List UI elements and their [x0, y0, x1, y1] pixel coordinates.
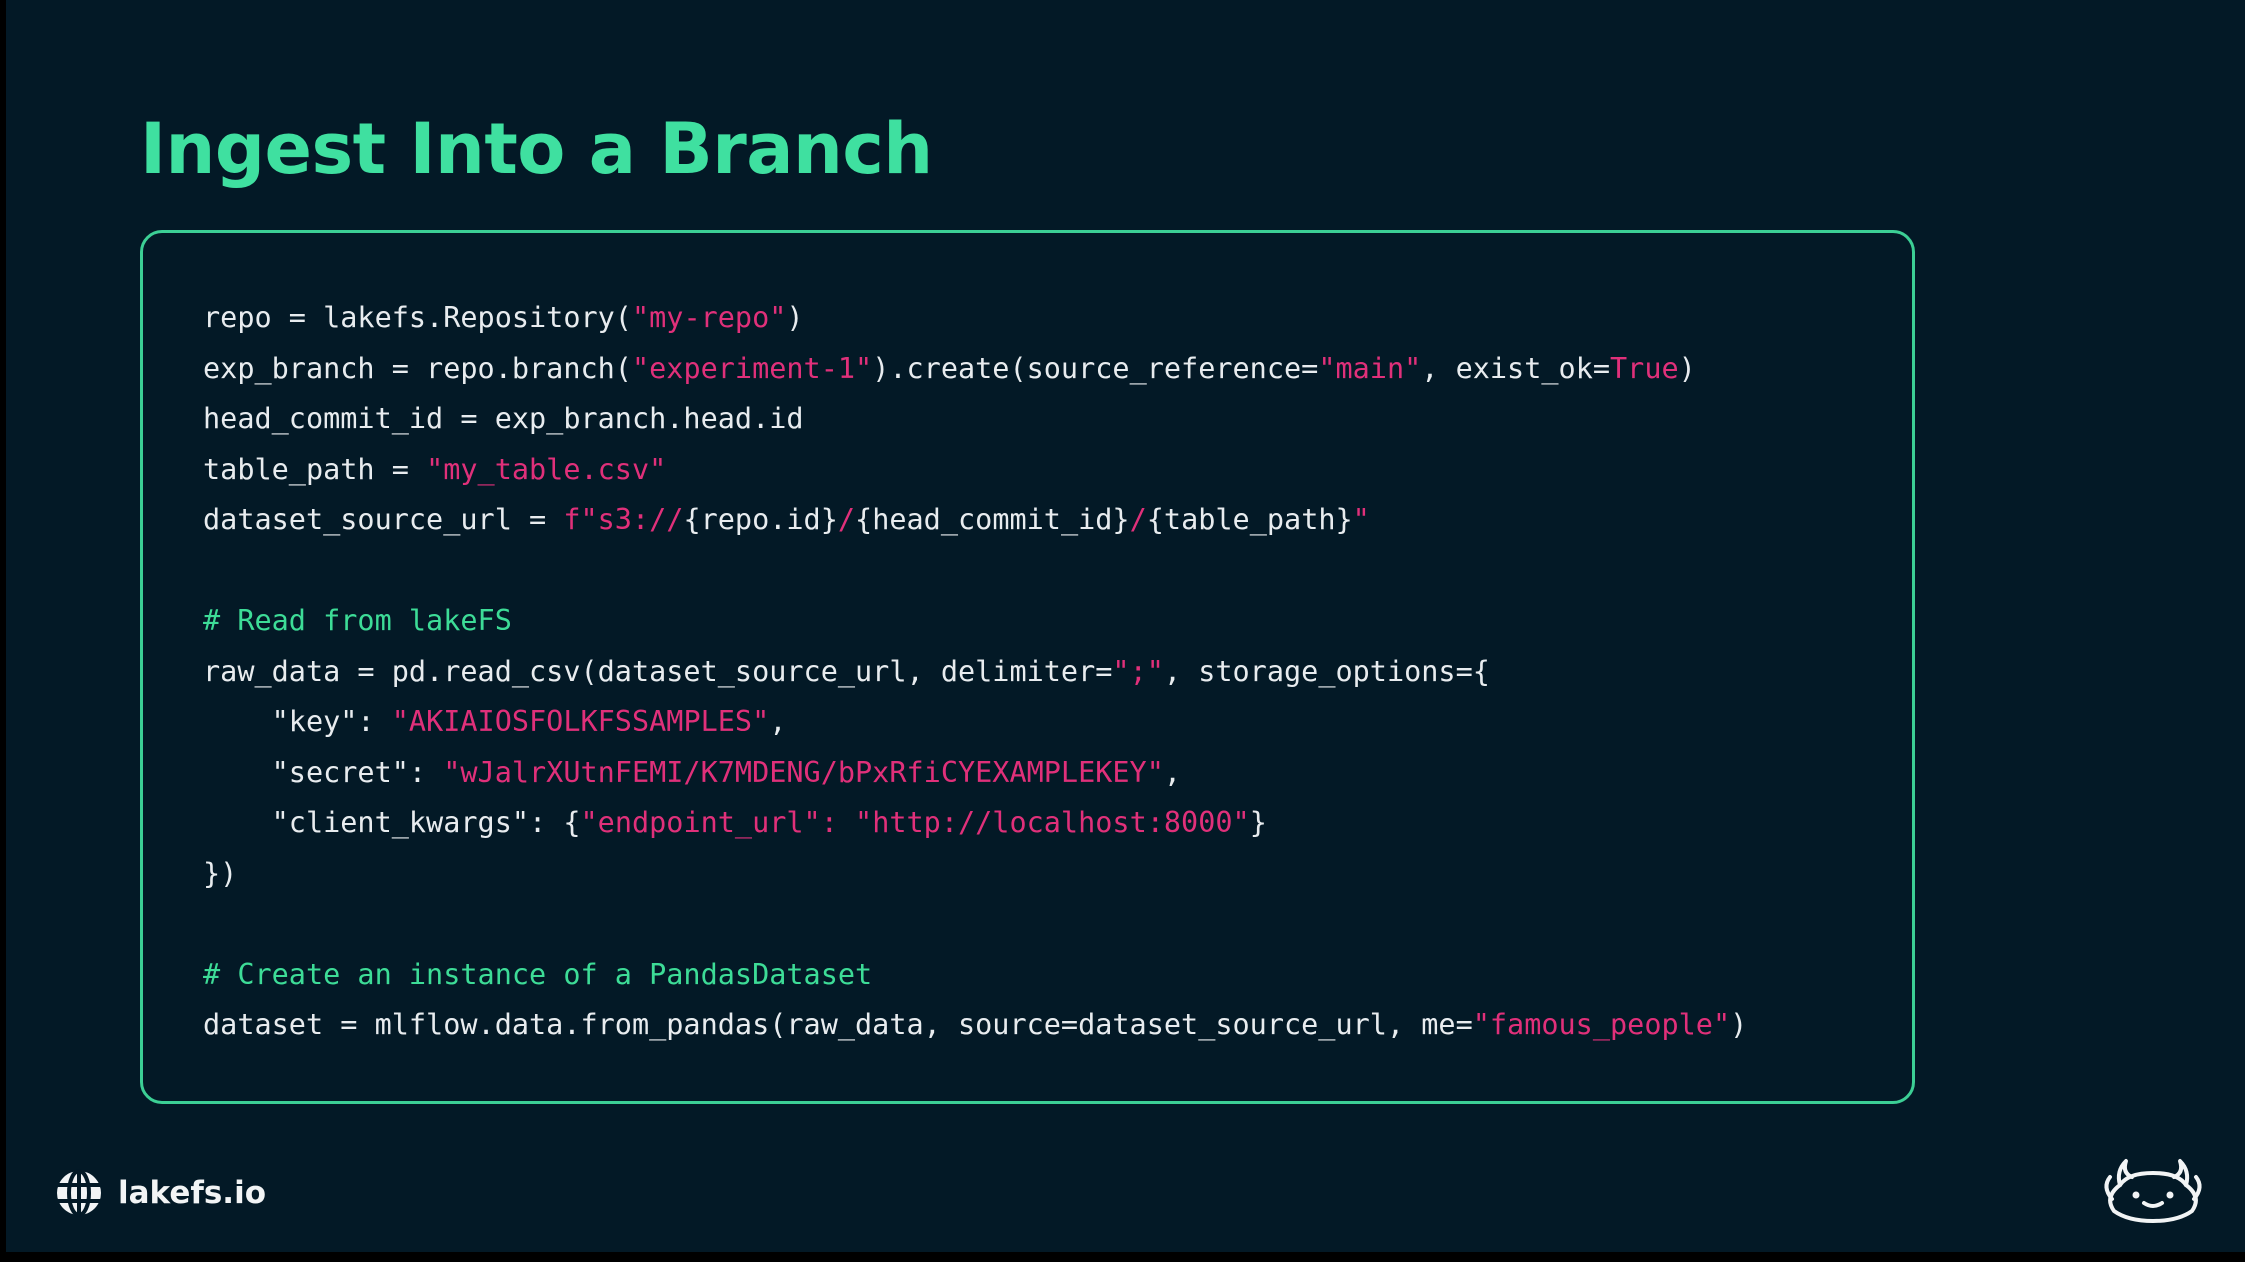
code-string: "famous_people" [1472, 1008, 1731, 1041]
code-text: repo = lakefs.Repository( [203, 301, 632, 334]
code-string: "endpoint_url": "http://localhost:8000" [580, 806, 1250, 839]
code-string: "wJalrXUtnFEMI/K7MDENG/bPxRfiCYEXAMPLEKE… [443, 755, 1164, 789]
code-line: "client_kwargs": {"endpoint_url": "http:… [203, 798, 1747, 849]
code-text: }) [203, 856, 238, 890]
code-line: dataset = mlflow.data.from_pandas(raw_da… [203, 1000, 1747, 1051]
code-text: table_path = [203, 452, 427, 486]
slide: Ingest Into a Branch repo = lakefs.Repos… [6, 0, 2245, 1252]
code-block: repo = lakefs.Repository("my-repo")exp_b… [140, 230, 1915, 1104]
code-comment: # Create an instance of a PandasDataset [203, 957, 873, 991]
code-string: "my-repo" [631, 301, 787, 334]
code-line: # Create an instance of a PandasDataset [203, 950, 1747, 1001]
code-text: {head_commit_id} [855, 503, 1130, 536]
code-line: # Read from lakeFS [203, 596, 1747, 647]
code-comment: # Read from lakeFS [203, 604, 512, 637]
slide-title: Ingest Into a Branch [140, 108, 933, 190]
code-string: "main" [1318, 351, 1422, 385]
code-blank-line [203, 899, 1747, 950]
code-line: head_commit_id = exp_branch.head.id [203, 394, 1747, 445]
footer-site-label: lakefs.io [118, 1175, 266, 1211]
code-text: } [1249, 806, 1267, 839]
code-text: "client_kwargs": { [203, 806, 581, 839]
code-string: "my_table.csv" [426, 452, 667, 486]
code-string: " [1352, 503, 1370, 536]
code-line: table_path = "my_table.csv" [203, 445, 1747, 496]
code-line: }) [203, 849, 1747, 900]
code-text: ).create(source_reference= [872, 351, 1319, 385]
code-string: ";" [1112, 654, 1164, 688]
code-line: "key": "AKIAIOSFOLKFSSAMPLES", [203, 697, 1747, 748]
code-text: dataset_source_url = [203, 503, 564, 536]
code-string: "AKIAIOSFOLKFSSAMPLES" [391, 705, 770, 738]
code-string: / [1129, 503, 1147, 536]
code-line: dataset_source_url = f"s3://{repo.id}/{h… [203, 495, 1747, 546]
code-text: head_commit_id = exp_branch.head.id [203, 402, 804, 435]
globe-icon [57, 1169, 101, 1217]
code-text: ) [1678, 351, 1696, 385]
code-text: {repo.id} [683, 503, 838, 536]
code-text: raw_data = pd.read_csv(dataset_source_ur… [203, 654, 1113, 688]
code-text: "key": [203, 705, 392, 738]
code-text: , exist_ok= [1421, 351, 1611, 385]
code-text: dataset = mlflow.data.from_pandas(raw_da… [203, 1008, 1473, 1041]
code-blank-line [203, 546, 1747, 597]
code-line: repo = lakefs.Repository("my-repo") [203, 293, 1747, 344]
code-text: , [769, 705, 787, 738]
code-text: {table_path} [1146, 503, 1353, 536]
code-content: repo = lakefs.Repository("my-repo")exp_b… [203, 293, 1747, 1051]
code-text: ) [786, 301, 804, 334]
footer-logo: lakefs.io [54, 1168, 266, 1218]
code-string: True [1610, 351, 1679, 385]
axolotl-mascot-icon [2104, 1159, 2202, 1223]
code-text: "secret": [203, 755, 444, 789]
code-line: exp_branch = repo.branch("experiment-1")… [203, 344, 1747, 395]
code-line: raw_data = pd.read_csv(dataset_source_ur… [203, 647, 1747, 698]
code-text: , [1163, 755, 1182, 789]
code-string: "experiment-1" [631, 351, 873, 385]
code-string: f"s3:// [563, 503, 684, 536]
code-text: exp_branch = repo.branch( [203, 351, 632, 385]
code-text: ) [1730, 1008, 1748, 1041]
code-string: / [837, 503, 856, 536]
code-text: , storage_options={ [1163, 654, 1490, 688]
code-line: "secret": "wJalrXUtnFEMI/K7MDENG/bPxRfiC… [203, 748, 1747, 799]
